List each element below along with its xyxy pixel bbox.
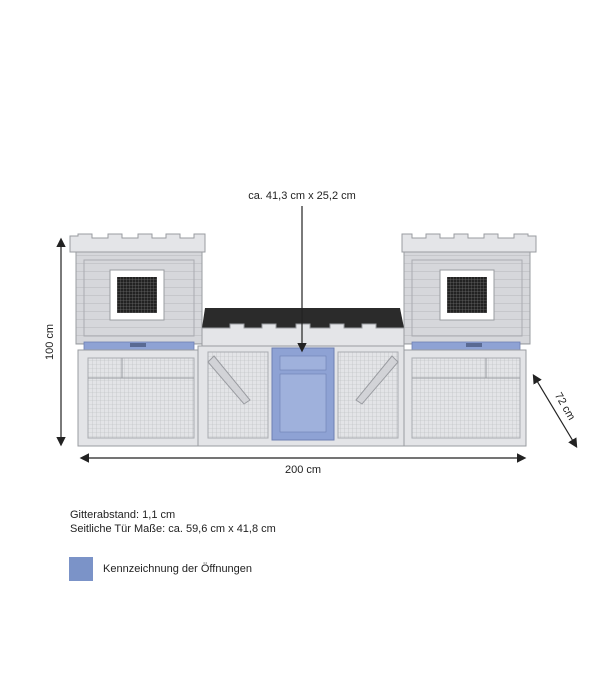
- legend-label: Kennzeichnung der Öffnungen: [103, 563, 253, 575]
- opening-size-label: ca. 41,3 cm x 25,2 cm: [248, 190, 356, 202]
- width-label: 200 cm: [285, 464, 321, 476]
- right-window-mesh: [447, 277, 487, 313]
- dimension-lines: [56, 206, 578, 463]
- depth-label: 72 cm: [552, 391, 577, 423]
- height-label: 100 cm: [44, 324, 56, 360]
- middle-roof: [202, 308, 404, 328]
- left-tower: [69, 233, 206, 447]
- right-tower: [401, 233, 537, 447]
- grid-spacing-text: Gitterabstand: 1,1 cm: [70, 509, 176, 521]
- side-door-text: Seitliche Tür Maße: ca. 59,6 cm x 41,8 c…: [70, 523, 276, 535]
- legend: Kennzeichnung der Öffnungen: [69, 557, 252, 581]
- legend-swatch: [69, 557, 93, 581]
- middle-section: [197, 308, 405, 447]
- left-window-mesh: [117, 277, 157, 313]
- depth-arrow: [532, 373, 578, 449]
